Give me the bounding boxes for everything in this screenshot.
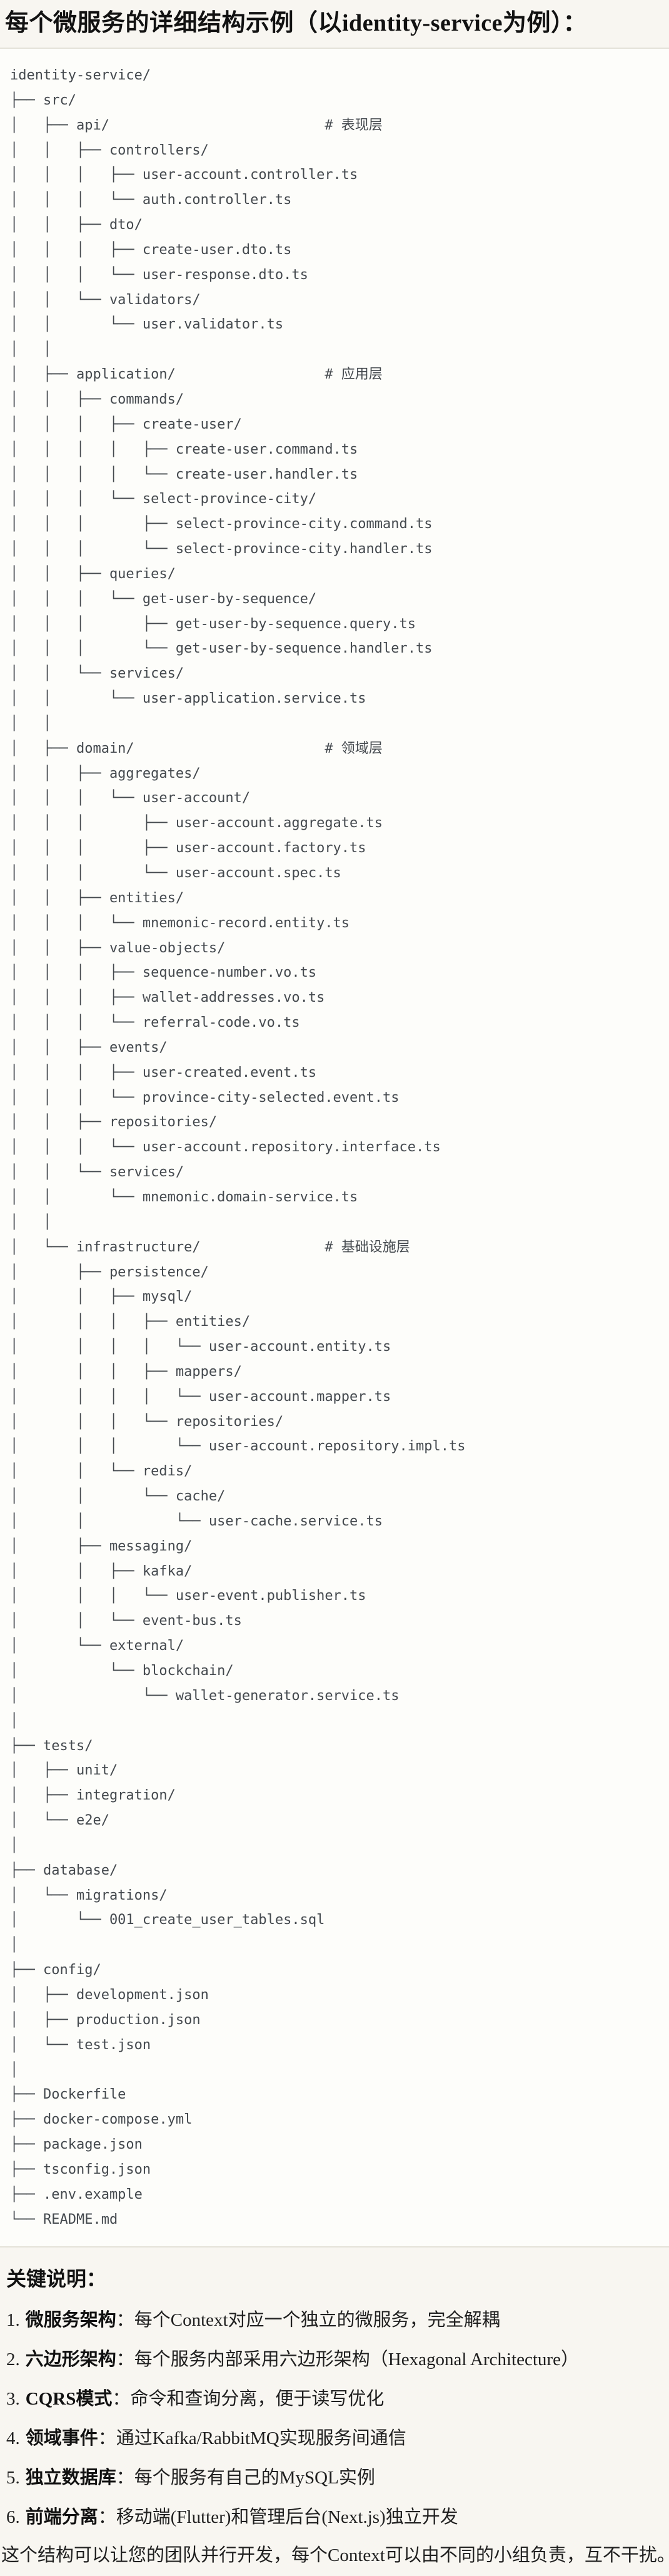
note-term: 前端分离 xyxy=(25,2507,98,2528)
note-number: 2. xyxy=(6,2349,20,2370)
file-tree: identity-service/ ├── src/ │ ├── api/ # … xyxy=(10,68,466,2227)
note-item: 3.CQRS模式：命令和查询分离，便于读写优化 xyxy=(0,2388,669,2410)
note-number: 4. xyxy=(6,2428,20,2449)
note-text: ：每个Context对应一个独立的微服务，完全解耦 xyxy=(116,2310,500,2331)
note-number: 3. xyxy=(6,2389,20,2410)
note-text: ：命令和查询分离，便于读写优化 xyxy=(112,2389,385,2410)
note-item: 4.领域事件：通过Kafka/RabbitMQ实现服务间通信 xyxy=(0,2428,669,2449)
note-number: 6. xyxy=(6,2507,20,2528)
note-term: 微服务架构 xyxy=(25,2310,116,2331)
code-block: identity-service/ ├── src/ │ ├── api/ # … xyxy=(0,48,669,2248)
page-title: 每个微服务的详细结构示例（以identity-service为例）： xyxy=(5,10,588,36)
note-text: ：通过Kafka/RabbitMQ实现服务间通信 xyxy=(98,2428,406,2449)
note-item: 1.微服务架构：每个Context对应一个独立的微服务，完全解耦 xyxy=(0,2309,669,2331)
notes-section: 关键说明： 1.微服务架构：每个Context对应一个独立的微服务，完全解耦 2… xyxy=(0,2266,669,2567)
note-number: 1. xyxy=(6,2310,20,2331)
closing-paragraph: 这个结构可以让您的团队并行开发，每个Context可以由不同的小组负责，互不干扰… xyxy=(1,2545,669,2566)
note-number: 5. xyxy=(6,2468,20,2488)
note-term: 六边形架构 xyxy=(25,2349,116,2370)
note-term: CQRS模式 xyxy=(25,2389,113,2410)
note-item: 6.前端分离：移动端(Flutter)和管理后台(Next.js)独立开发 xyxy=(0,2507,669,2528)
note-text: ：每个服务有自己的MySQL实例 xyxy=(116,2468,375,2488)
note-text: ：每个服务内部采用六边形架构（Hexagonal Architecture） xyxy=(116,2349,579,2370)
note-item: 2.六边形架构：每个服务内部采用六边形架构（Hexagonal Architec… xyxy=(0,2349,669,2370)
notes-heading: 关键说明： xyxy=(6,2268,107,2291)
note-term: 领域事件 xyxy=(25,2428,98,2449)
note-item: 5.独立数据库：每个服务有自己的MySQL实例 xyxy=(0,2467,669,2488)
note-term: 独立数据库 xyxy=(25,2468,116,2488)
note-text: ：移动端(Flutter)和管理后台(Next.js)独立开发 xyxy=(98,2507,458,2528)
